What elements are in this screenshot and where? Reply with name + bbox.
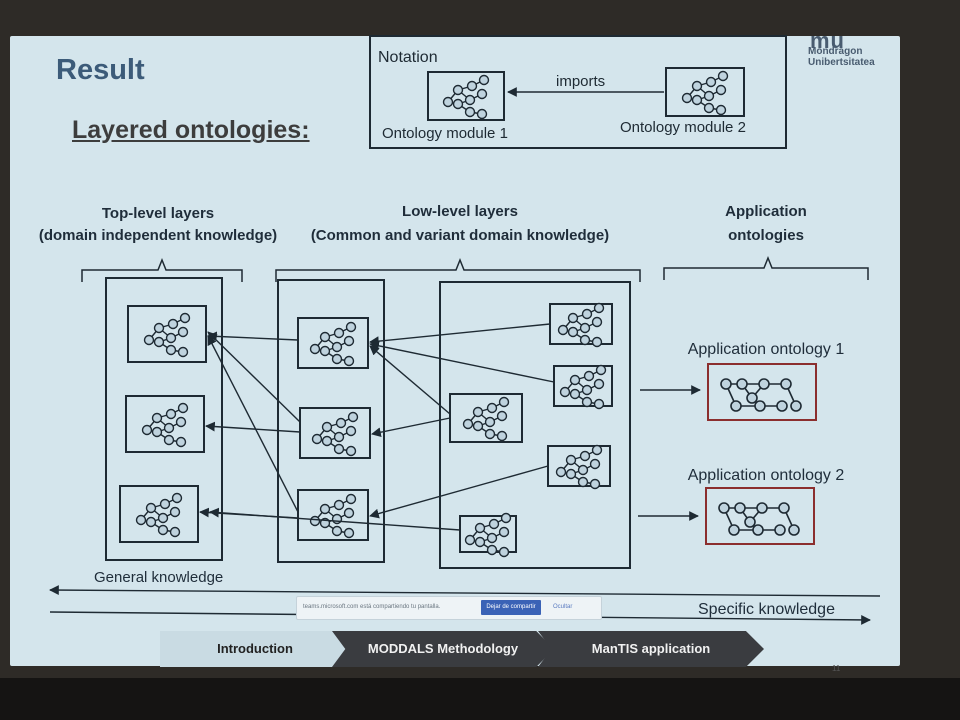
low-level-brace	[275, 257, 641, 282]
top-module-1-graph-icon	[143, 312, 191, 358]
variant-module-2-graph-icon	[559, 364, 607, 410]
import-arrow	[209, 507, 461, 531]
common-module-3-graph-icon	[309, 493, 357, 539]
nav-item-mantis-application[interactable]: ManTIS application	[538, 631, 764, 667]
university-logo-mark: mu	[810, 28, 845, 53]
top-level-brace	[81, 257, 243, 282]
notation-module-1-box	[427, 71, 505, 121]
top-module-3	[119, 485, 199, 543]
common-layer-container	[277, 279, 385, 563]
top-level-header-line-2: (domain independent knowledge)	[39, 227, 277, 244]
notation-module-1-graph-icon	[442, 74, 490, 120]
general-knowledge-arrow	[49, 585, 881, 597]
application-ontology-2-box	[705, 487, 815, 545]
top-module-2	[125, 395, 205, 453]
application-ontology-1-box	[707, 363, 817, 421]
hide-share-bar-button[interactable]: Ocultar	[553, 604, 573, 610]
application-header-line-2: ontologies	[728, 227, 804, 244]
import-arrow	[207, 335, 299, 513]
variant-module-3-graph-icon	[462, 396, 510, 442]
variant-module-4-graph-icon	[555, 444, 603, 490]
variant-layer-container	[439, 281, 631, 569]
import-arrow	[369, 323, 551, 346]
screen-share-message: teams.microsoft.com está compartiendo tu…	[303, 604, 441, 610]
common-module-2	[299, 407, 371, 459]
logo-line-1: Mondragon	[808, 46, 863, 57]
stop-sharing-button[interactable]: Dejar de compartir	[481, 600, 541, 615]
application-ontology-1-label: Application ontology 1	[688, 341, 845, 358]
logo-line-2: Unibertsitatea	[808, 57, 875, 68]
slide-page-number: 11	[832, 664, 841, 673]
application-ontology-2-graph-icon	[718, 502, 800, 536]
variant-module-5-graph-icon	[464, 512, 512, 558]
top-module-1	[127, 305, 207, 363]
notation-heading: Notation	[378, 49, 438, 66]
slide-subtitle: Layered ontologies:	[72, 116, 310, 144]
top-level-header-line-1: Top-level layers	[102, 205, 214, 222]
notation-module-1-label: Ontology module 1	[382, 125, 508, 142]
application-ontology-1-graph-icon	[720, 378, 802, 412]
general-knowledge-label: General knowledge	[94, 569, 223, 586]
layered-ontologies-diagram: Notation imports Ontology module 1 Ontol…	[39, 35, 881, 625]
application-brace	[663, 255, 869, 280]
nav-item-introduction[interactable]: Introduction	[160, 631, 350, 667]
common-module-1-graph-icon	[309, 321, 357, 367]
application-header-line-1: Application	[725, 203, 807, 220]
import-arrow	[369, 345, 451, 415]
common-module-1	[297, 317, 369, 369]
presentation-slide: Result Layered ontologies: mu Mondragon …	[10, 28, 900, 673]
variant-module-1-graph-icon	[557, 302, 605, 348]
notation-panel: Notation imports Ontology module 1 Ontol…	[369, 35, 787, 149]
imports-label: imports	[556, 73, 605, 90]
nav-item-moddals-methodology[interactable]: MODDALS Methodology	[332, 631, 554, 667]
import-arrow	[207, 331, 301, 423]
notation-module-2-graph-icon	[681, 70, 729, 116]
notation-module-2-label: Ontology module 2	[620, 119, 746, 136]
import-arrow	[371, 417, 451, 438]
screen-share-notification-bar: teams.microsoft.com está compartiendo tu…	[296, 596, 602, 620]
top-level-layer-container	[105, 277, 223, 561]
common-module-2-graph-icon	[311, 411, 359, 457]
screen-bottom-edge	[0, 678, 960, 720]
university-logo-text: Mondragon Unibertsitatea	[808, 46, 875, 68]
slide-section-nav: Introduction MODDALS Methodology ManTIS …	[10, 624, 900, 667]
import-arrow	[207, 331, 299, 342]
top-module-2-graph-icon	[141, 402, 189, 448]
common-module-3	[297, 489, 369, 541]
slide-title: Result	[56, 54, 145, 86]
specific-knowledge-label: Specific knowledge	[698, 601, 835, 618]
import-arrow	[369, 340, 555, 383]
low-level-header-line-2: (Common and variant domain knowledge)	[311, 227, 609, 244]
variant-module-2	[553, 365, 613, 407]
import-arrow	[205, 421, 301, 433]
notation-module-2-box	[665, 67, 745, 117]
low-level-header-line-1: Low-level layers	[402, 203, 518, 220]
import-arrow	[369, 465, 549, 519]
application-ontology-2-label: Application ontology 2	[688, 467, 845, 484]
top-module-3-graph-icon	[135, 492, 183, 538]
